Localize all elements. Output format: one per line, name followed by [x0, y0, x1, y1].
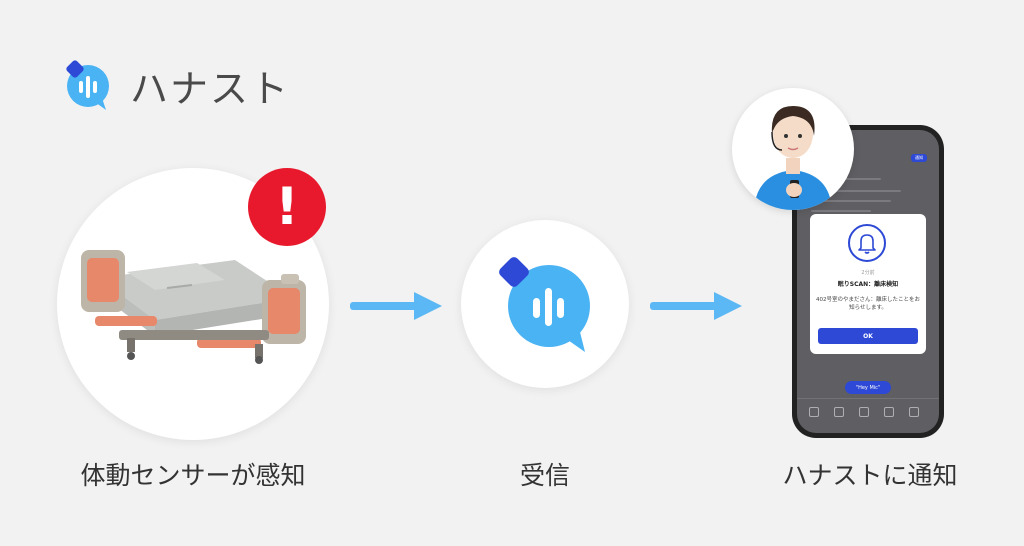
brand-logo: ハナスト: [62, 58, 290, 112]
tab-icon[interactable]: [834, 407, 844, 417]
arrow-right-icon: [650, 292, 742, 320]
tab-icon[interactable]: [884, 407, 894, 417]
tab-bar: [797, 398, 939, 433]
step-label-notify: ハナストに通知: [782, 461, 958, 490]
notification-badge: 通知: [911, 154, 927, 162]
operator-person-icon: [754, 106, 832, 210]
step-label-receive: 受信: [519, 461, 570, 490]
notification-title: 眠りSCAN：離床検知: [837, 281, 899, 288]
tab-icon[interactable]: [859, 407, 869, 417]
step-label-sensor: 体動センサーが感知: [80, 461, 306, 490]
sensor-bed-icon: [81, 250, 306, 364]
brand-name: ハナスト: [130, 66, 291, 111]
chat-bubble-icon: [66, 60, 109, 110]
voice-input-button[interactable]: "Hey Mic": [845, 381, 891, 394]
ok-button[interactable]: OK: [818, 328, 918, 344]
tab-icon[interactable]: [809, 407, 819, 417]
tab-icon[interactable]: [909, 407, 919, 417]
notification-time: 2分前: [861, 270, 875, 276]
notification-dialog: 2分前 眠りSCAN：離床検知 402号室のやまださん：離床したことをお知らせし…: [810, 214, 926, 354]
notification-message: 402号室のやまださん：離床したことをお知らせします。: [816, 297, 920, 311]
receive-circle: [461, 220, 629, 388]
bell-icon: [848, 224, 886, 262]
operator-avatar: [732, 88, 854, 210]
chat-bubble-icon: [499, 257, 590, 352]
arrow-right-icon: [350, 292, 442, 320]
alert-badge: !: [248, 168, 326, 246]
